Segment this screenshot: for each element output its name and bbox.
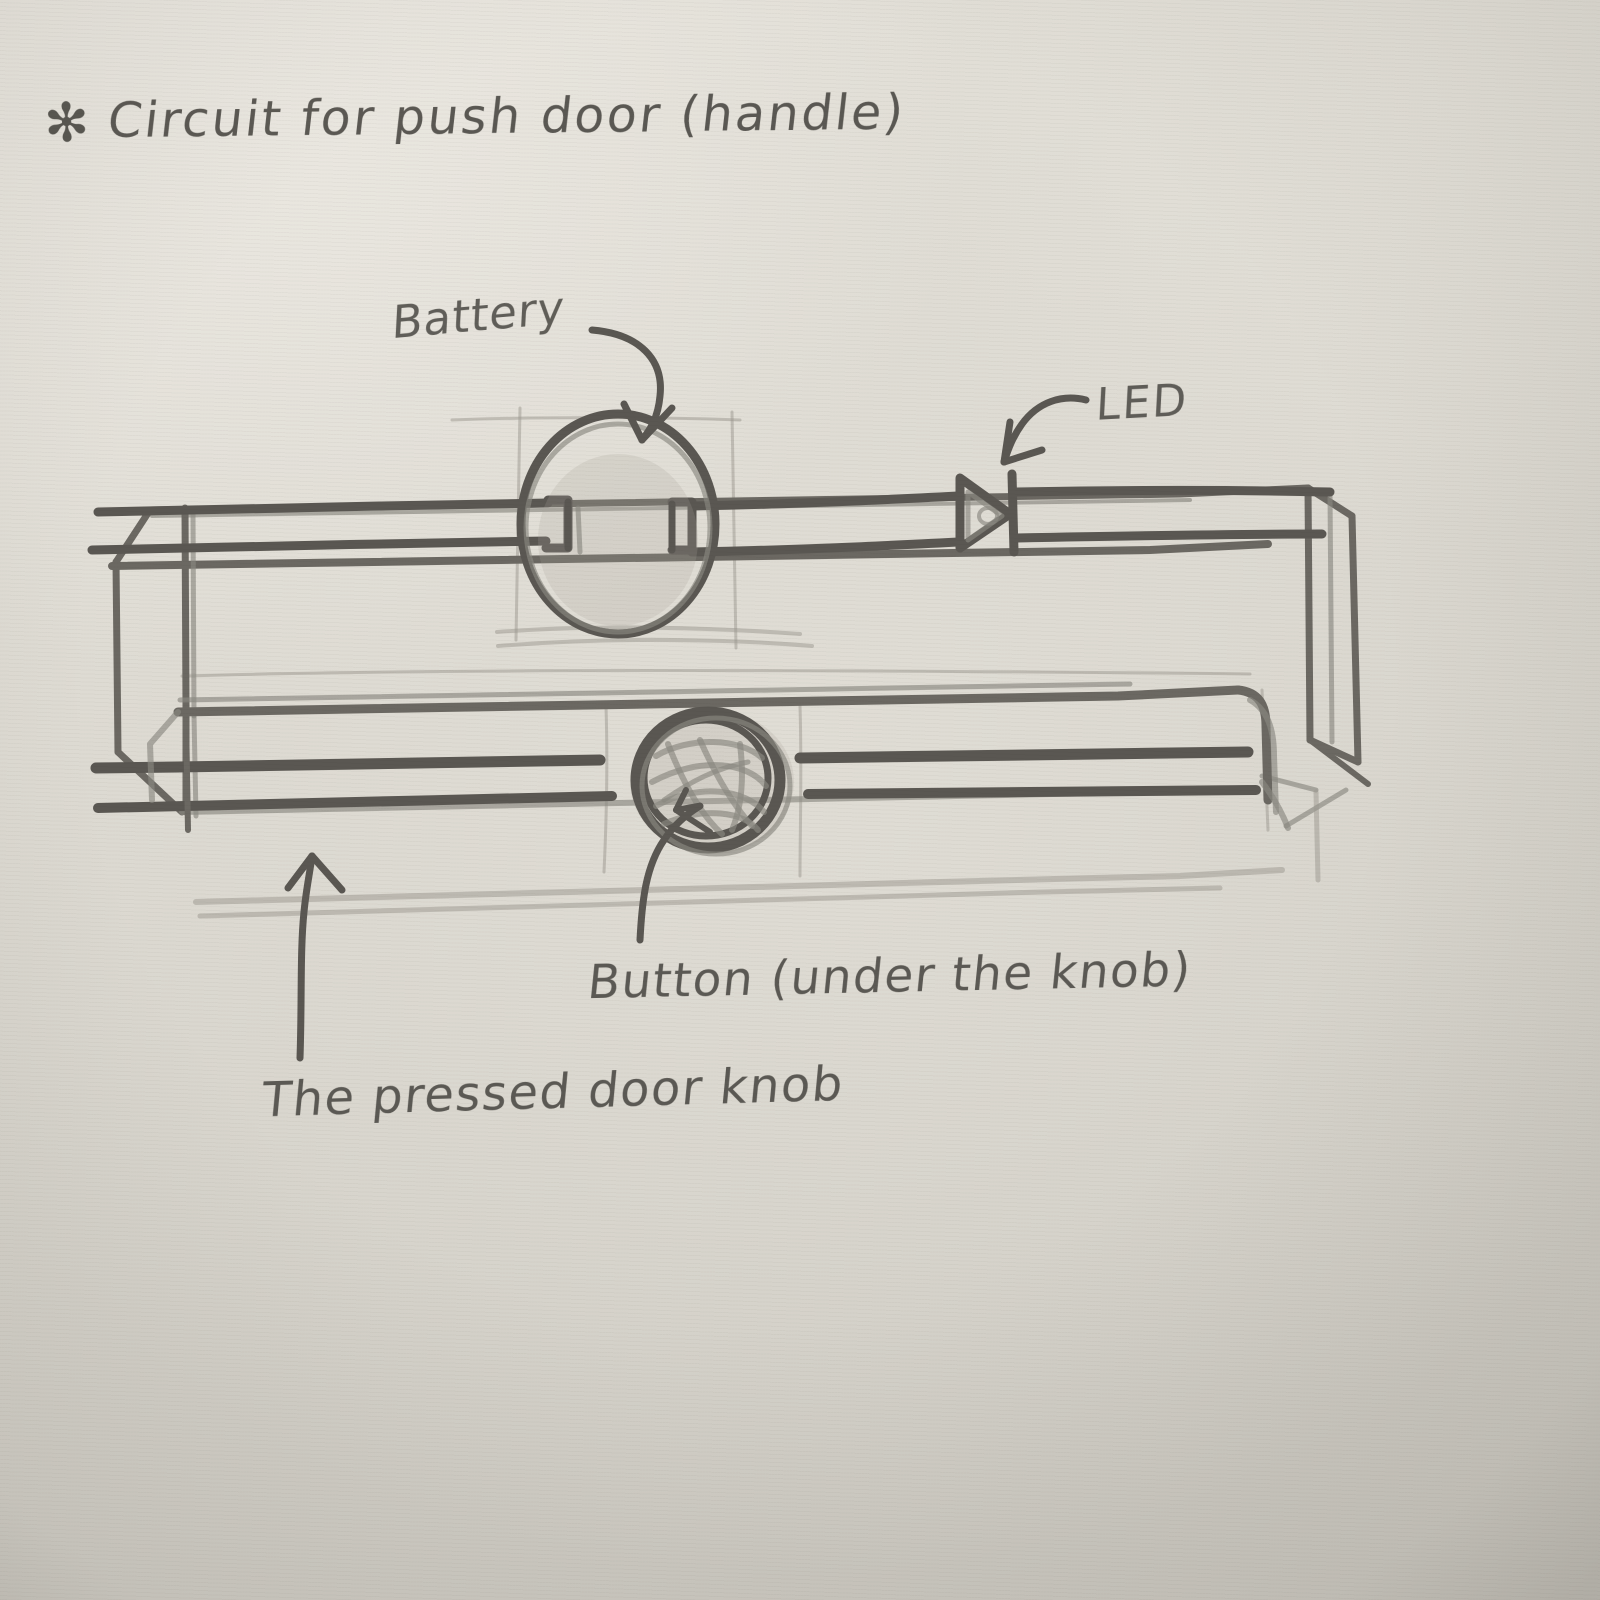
led-label: LED: [1094, 375, 1190, 432]
sketch-title: Circuit for push door (handle): [104, 83, 909, 150]
knob-bar: [90, 681, 1291, 833]
led-symbol: [955, 469, 1019, 557]
button-leader-line: [636, 802, 704, 944]
knob-arrow: [284, 852, 346, 1062]
button-symbol: [630, 706, 794, 857]
top-circuit-wire: [87, 486, 1335, 557]
battery-symbol: [516, 409, 720, 639]
led-arrow: [1000, 394, 1090, 466]
asterisk-bullet-icon: ✻: [42, 90, 91, 155]
battery-arrow: [588, 326, 676, 444]
